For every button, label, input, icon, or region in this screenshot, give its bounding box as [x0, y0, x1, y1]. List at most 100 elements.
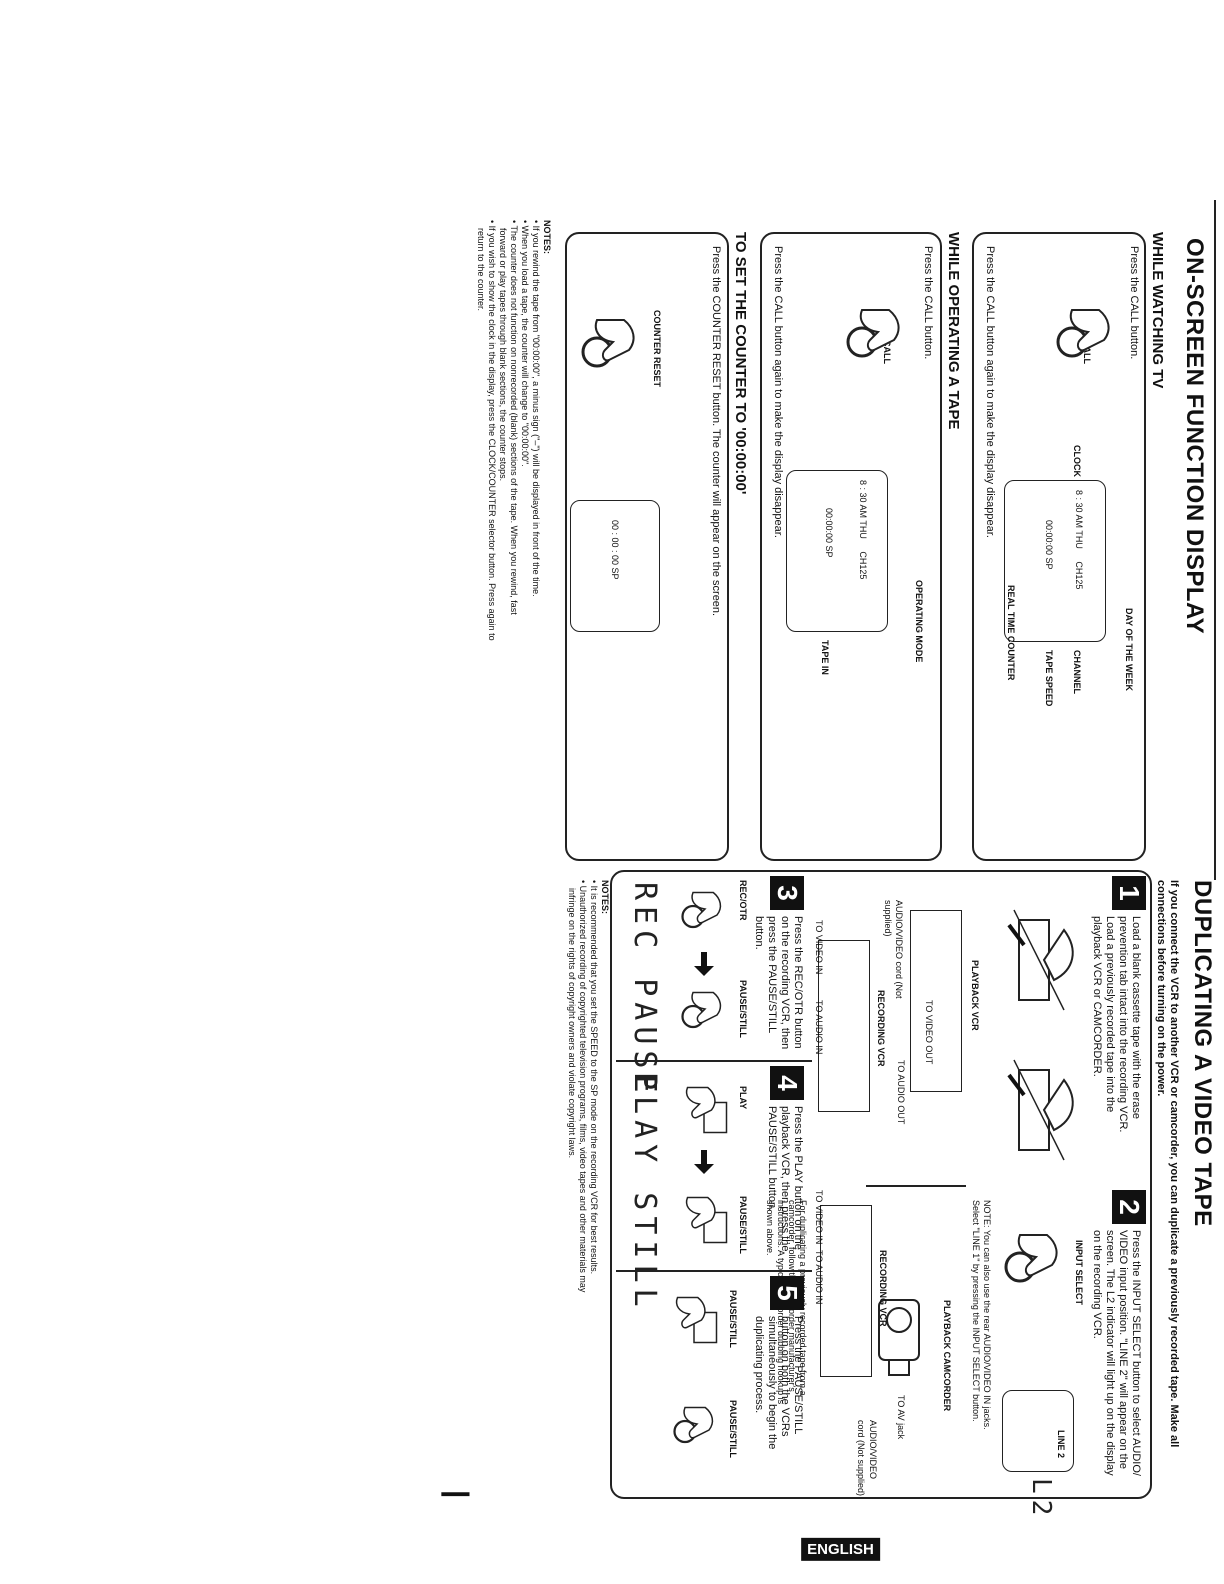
step1-line3: Load a previously recorded tape into the [1104, 916, 1116, 1113]
step2-line3: screen. The L2 indicator will light up o… [1104, 1230, 1116, 1476]
pause-still-label-2: PAUSE/STILL [738, 1196, 748, 1254]
dup-notes: NOTES: • It is recommended that you set … [566, 880, 610, 1500]
step2-note-line1: NOTE: You can also use the rear AUDIO/VI… [982, 1200, 992, 1430]
tape-screen-line1: 8 : 30 AM THU CH125 [858, 480, 868, 580]
tv-screen-line1: 8 : 30 AM THU CH125 [1074, 490, 1084, 590]
audio-out-label: TO AUDIO OUT [896, 1060, 906, 1125]
osd-note-4: forward or play tapes through blank sect… [498, 228, 508, 482]
play-still-lcd: PLAY STILL [627, 1072, 662, 1313]
pause-still-label-3: PAUSE/STILL [728, 1290, 738, 1348]
osd-note-2: • When you load a tape, the counter will… [520, 220, 530, 467]
dup-intro-line1: If you connect the VCR to another VCR or… [1168, 880, 1180, 1448]
step4-text: Press the PLAY button on the playback VC… [765, 1106, 804, 1266]
recording-vcr-label: RECORDING VCR [876, 990, 886, 1067]
arrow-right-icon [694, 952, 714, 976]
recording-vcr2-drawing [820, 1205, 872, 1377]
step3-line2: on the recording VCR, then [779, 916, 791, 1050]
step4-line3: PAUSE/STILL button. [766, 1106, 778, 1212]
pause-still-label-4: PAUSE/STILL [728, 1400, 738, 1458]
counter-text: Press the COUNTER RESET button. The coun… [710, 246, 722, 617]
dup-note-1: • It is recommended that you set the SPE… [589, 880, 599, 1275]
rec-otr-label: REC/OTR [738, 880, 748, 921]
step2-note-line2: Select "LINE 1" by pressing the INPUT SE… [971, 1200, 981, 1422]
recording-vcr-drawing [818, 940, 870, 1112]
step1-text: Load a blank cassette tape with the eras… [1090, 916, 1142, 1176]
dup-note-3: infringe on the rights of copyright owne… [567, 888, 577, 1159]
step3-line4: button. [753, 916, 765, 950]
hand-press-icon [685, 1196, 728, 1244]
step5-line2: button on both the VCRs [779, 1316, 791, 1437]
hand-press-icon [681, 991, 722, 1029]
english-badge: ENGLISH [801, 1537, 880, 1561]
step-divider [616, 1060, 812, 1062]
page-mark: | [441, 1490, 474, 1499]
osd-title: ON-SCREEN FUNCTION DISPLAY [1181, 238, 1208, 635]
day-of-week-label: DAY OF THE WEEK [1124, 608, 1134, 692]
step1-line1: Load a blank cassette tape with the eras… [1130, 916, 1142, 1120]
input-select-label: INPUT SELECT [1074, 1240, 1084, 1306]
step5-number: 5 [770, 1276, 804, 1310]
hand-press-icon [681, 891, 722, 929]
step2-number: 2 [1112, 1190, 1146, 1224]
hand-press-icon [685, 1086, 728, 1134]
step2-line2: VIDEO input position. "LINE 2" will appe… [1117, 1230, 1129, 1469]
playback-vcr-drawing [910, 910, 962, 1092]
counter-screen-text: 00 : 00 : 00 SP [610, 520, 620, 580]
step4-line1: Press the PLAY button on the [792, 1106, 804, 1250]
tape-speed-label: TAPE SPEED [1044, 650, 1054, 707]
step4-number: 4 [770, 1066, 804, 1100]
play-label: PLAY [738, 1086, 748, 1110]
step-divider [616, 1270, 812, 1272]
tape-in-label: TAPE IN [820, 640, 830, 675]
osd-notes: NOTES: • If you rewind the tape from "00… [475, 220, 552, 870]
channel-label: CHANNEL [1072, 650, 1082, 694]
hand-press-icon [581, 319, 635, 368]
counter-reset-label: COUNTER RESET [652, 310, 662, 388]
step3-number: 3 [770, 876, 804, 910]
av-cord2-line2: cord (Not supplied) [856, 1420, 866, 1497]
watching-tv-step1: Press the CALL button. [1128, 246, 1140, 360]
step3-line1: Press the REC/OTR button [792, 916, 804, 1049]
step5-line1: Press the PAUSE/STILL [792, 1316, 804, 1435]
clock-label: CLOCK [1072, 445, 1082, 477]
hand-press-icon [675, 1296, 718, 1344]
osd-note-3: • The counter does not function on nonre… [509, 220, 519, 615]
step1-number: 1 [1112, 876, 1146, 910]
step3-text: Press the REC/OTR button on the recordin… [752, 916, 804, 1056]
hand-press-icon [1004, 1234, 1058, 1283]
real-time-counter-label: REAL TIME COUNTER [1006, 585, 1016, 681]
dup-intro-line2: connections before turning on the power. [1155, 880, 1167, 1097]
osd-notes-label: NOTES: [542, 220, 552, 255]
cassette-insert-icon [1007, 909, 1074, 1011]
hand-press-icon [673, 1406, 714, 1444]
dup-intro: If you connect the VCR to another VCR or… [1154, 880, 1180, 1500]
operating-tape-heading: WHILE OPERATING A TAPE [945, 232, 962, 430]
step5-text: Press the PAUSE/STILL button on both the… [752, 1316, 804, 1486]
hand-press-icon [1056, 309, 1110, 358]
camcorder-icon [878, 1299, 920, 1376]
playback-camcorder-label: PLAYBACK CAMCORDER [942, 1300, 952, 1412]
watching-tv-heading: WHILE WATCHING TV [1149, 232, 1166, 389]
line2-screen-text: LINE 2 [1056, 1430, 1066, 1459]
hand-press-icon [846, 309, 900, 358]
video-in2-label: TO VIDEO IN [814, 1190, 824, 1245]
step2-text: Press the INPUT SELECT button to select … [1090, 1230, 1142, 1490]
step4-line2: playback VCR, then press the [779, 1106, 791, 1252]
osd-note-5: • If you wish to show the clock in the d… [487, 220, 497, 641]
tape-screen [786, 470, 888, 632]
playback-vcr-label: PLAYBACK VCR [970, 960, 980, 1031]
step2-line4: on the recording VCR. [1091, 1230, 1103, 1339]
av-cord2-line1: AUDIO/VIDEO [868, 1420, 878, 1480]
arrow-right-icon [694, 1150, 714, 1174]
watching-tv-step2: Press the CALL button again to make the … [984, 246, 996, 538]
l2-indicator: L2 [1026, 1478, 1056, 1522]
osd-note-1: • If you rewind the tape from "00:00:00"… [531, 220, 541, 597]
counter-heading: TO SET THE COUNTER TO '00:00:00' [732, 232, 749, 495]
operating-tape-step2: Press the CALL button again to make the … [772, 246, 784, 538]
pause-still-label: PAUSE/STILL [738, 980, 748, 1038]
dup-notes-label: NOTES: [600, 880, 610, 915]
step2-note: NOTE: You can also use the rear AUDIO/VI… [970, 1200, 992, 1490]
operating-mode-label: OPERATING MODE [914, 580, 924, 663]
tape-screen-line2: 00:00:00 SP [824, 508, 834, 558]
